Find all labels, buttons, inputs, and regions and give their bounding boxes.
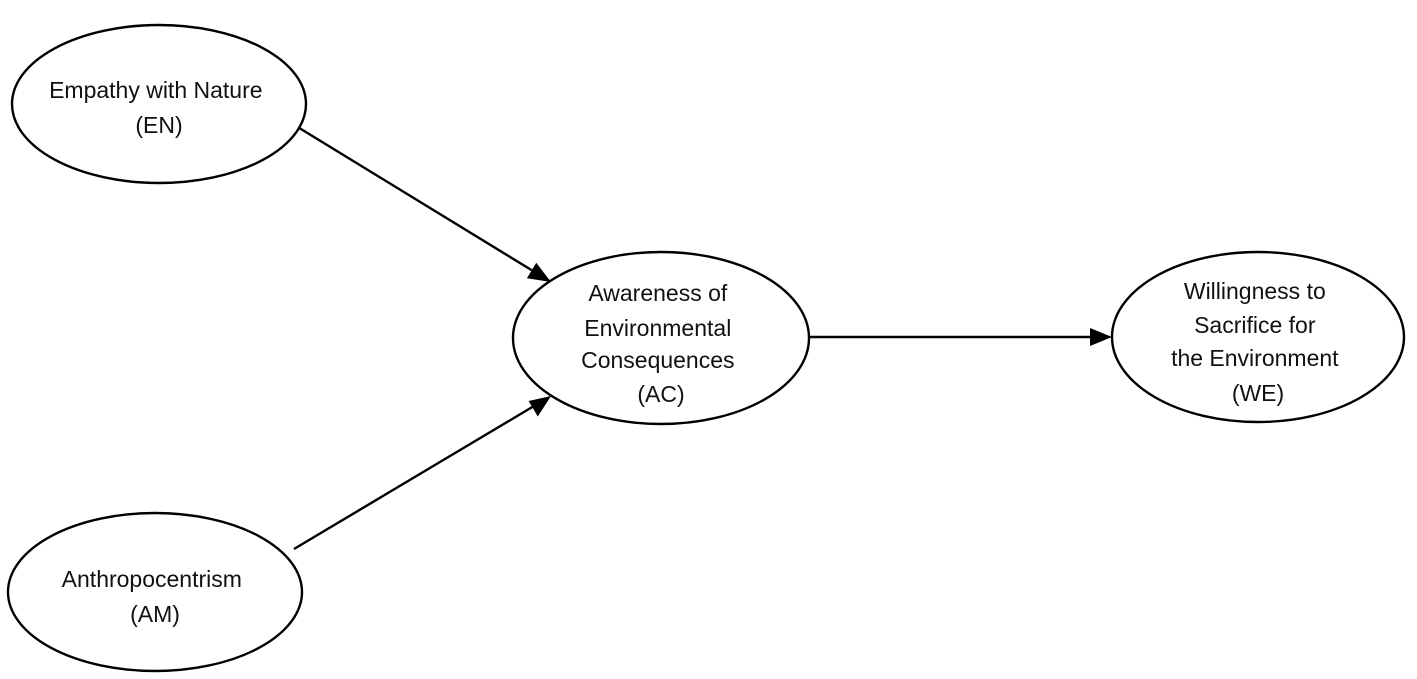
node-we-line: Sacrifice for xyxy=(1194,312,1316,338)
node-am-label: Anthropocentrism (AM) xyxy=(62,566,249,627)
node-we-line: (WE) xyxy=(1232,380,1284,406)
node-en: Empathy with Nature (EN) xyxy=(10,23,308,185)
node-we-line: Willingness to xyxy=(1184,278,1326,304)
node-ac-line: Awareness of xyxy=(588,280,728,306)
node-ac-label: Awareness of Environmental Consequences … xyxy=(581,280,741,407)
node-we-line: the Environment xyxy=(1171,345,1339,371)
edge-am-to-ac xyxy=(293,396,551,551)
edge-ac-to-we xyxy=(810,328,1112,346)
arrowhead-icon xyxy=(528,396,551,417)
node-am-line: Anthropocentrism xyxy=(62,566,242,592)
arrowhead-icon xyxy=(526,262,551,282)
node-ac-line: Environmental xyxy=(584,315,731,341)
node-ac-line: Consequences xyxy=(581,347,734,373)
node-am: Anthropocentrism (AM) xyxy=(6,511,304,673)
node-en-line: Empathy with Nature xyxy=(49,77,262,103)
node-en-line: (EN) xyxy=(135,112,182,138)
node-am-line: (AM) xyxy=(130,601,180,627)
edges xyxy=(293,124,1112,551)
node-ac: Awareness of Environmental Consequences … xyxy=(511,250,811,426)
node-we-label: Willingness to Sacrifice for the Environ… xyxy=(1171,278,1345,406)
arrowhead-icon xyxy=(1090,328,1112,346)
node-ac-line: (AC) xyxy=(637,381,684,407)
edge-en-to-ac xyxy=(295,124,551,282)
node-en-label: Empathy with Nature (EN) xyxy=(49,77,269,138)
node-we: Willingness to Sacrifice for the Environ… xyxy=(1110,250,1406,424)
